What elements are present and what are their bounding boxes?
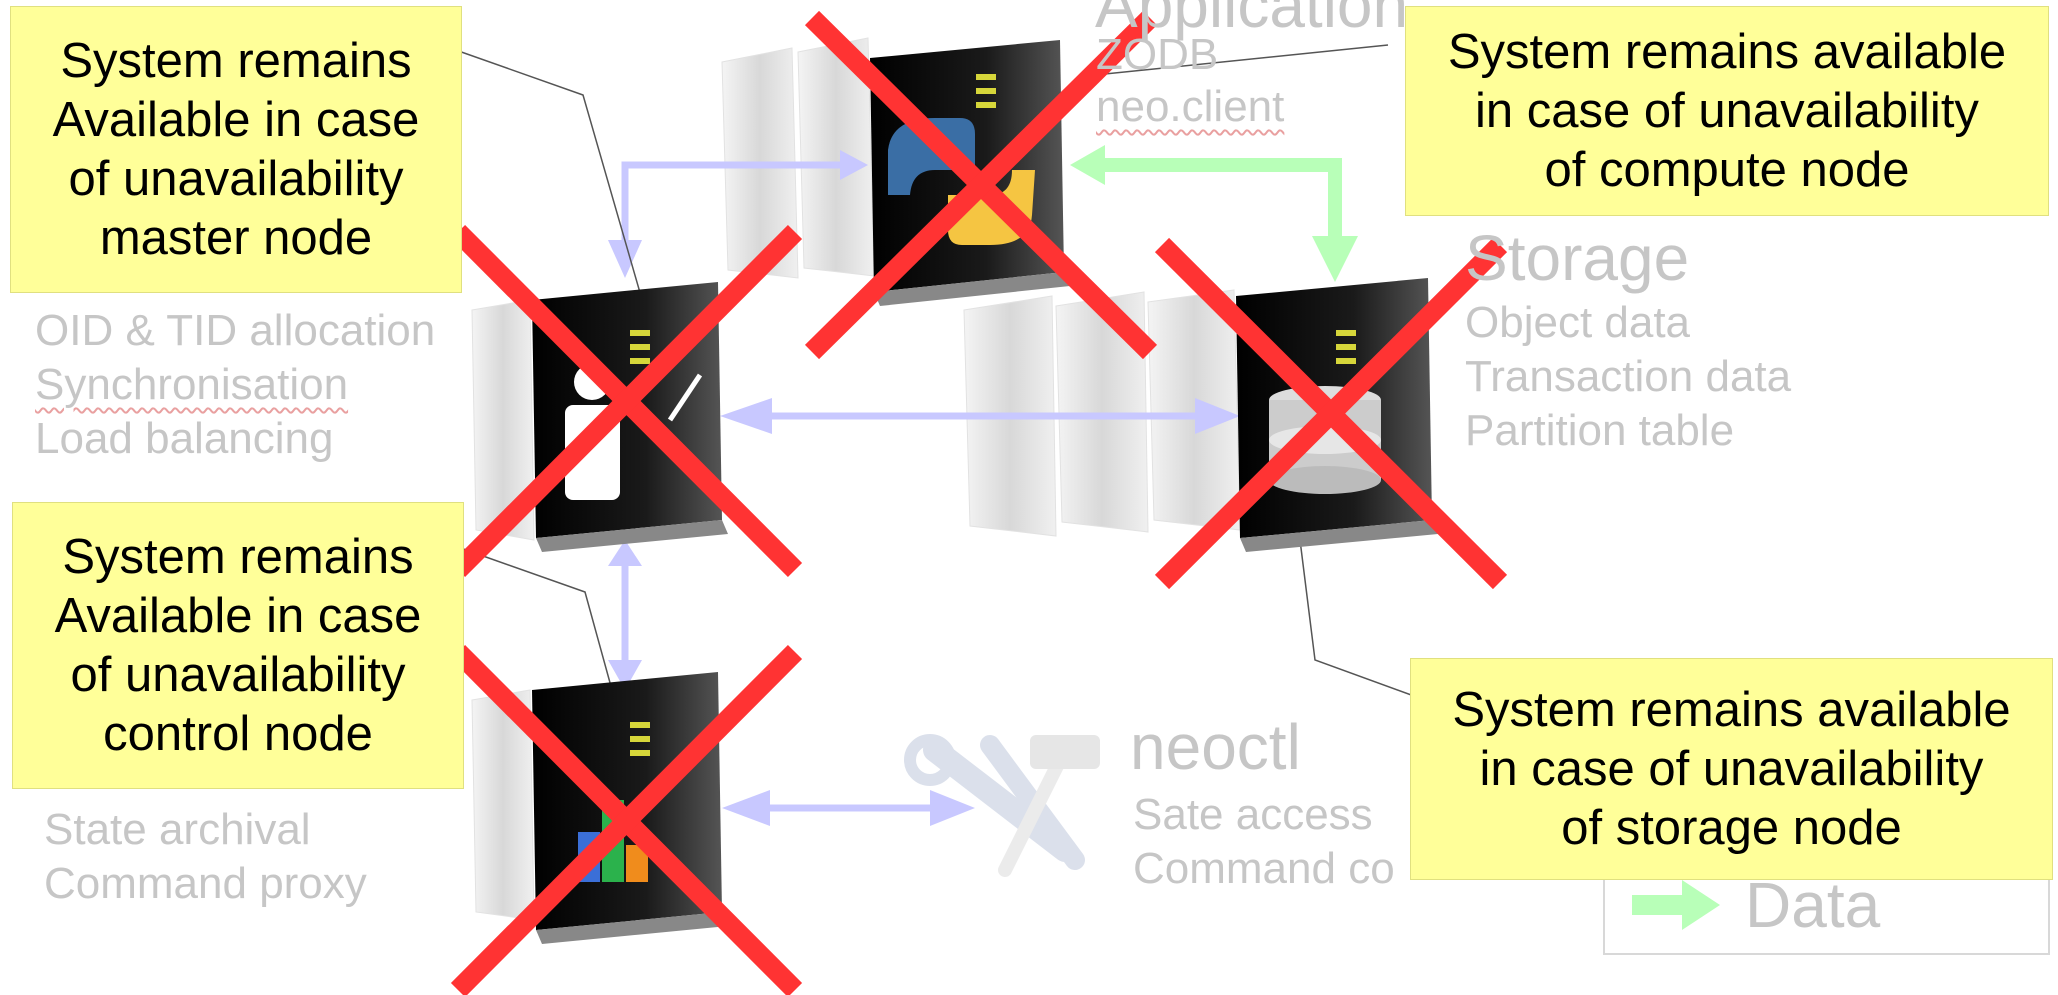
- storage-item-partition-table: Partition table: [1465, 406, 1735, 455]
- data-arrow: [1070, 145, 1358, 282]
- note-control-line: control node: [103, 706, 373, 761]
- application-item-client: neo.client: [1096, 82, 1285, 131]
- note-control-line: of unavailability: [70, 647, 406, 702]
- note-control-line: Available in case: [54, 588, 422, 643]
- admin-item-state-archival: State archival: [44, 805, 311, 854]
- note-control-node: System remains Available in case of unav…: [12, 502, 464, 789]
- note-master-line: System remains: [60, 33, 412, 88]
- neoctl-item-command: Command co: [1133, 844, 1395, 893]
- storage-item-transaction-data: Transaction data: [1465, 352, 1792, 401]
- note-storage-line: of storage node: [1561, 800, 1902, 855]
- legend-data-arrow-icon: [1632, 880, 1720, 930]
- note-master-line: master node: [99, 210, 373, 265]
- master-item-load-balancing: Load balancing: [35, 414, 334, 463]
- storage-cross-icon: [1154, 237, 1508, 590]
- note-master-line: of unavailability: [68, 151, 404, 206]
- note-compute-line: System remains available: [1447, 24, 2007, 79]
- control-cross-icon: [450, 644, 803, 995]
- application-item-zodb: ZODB: [1096, 30, 1219, 79]
- storage-title: Storage: [1465, 222, 1690, 294]
- master-ghost-server: [471, 299, 535, 541]
- note-compute-line: in case of unavailability: [1475, 83, 1979, 138]
- note-master-line: Available in case: [52, 92, 420, 147]
- note-compute-node: System remains available in case of unav…: [1405, 6, 2049, 216]
- tools-icon: [904, 734, 1100, 877]
- master-item-allocation: OID & TID allocation: [35, 306, 436, 355]
- note-control-line: System remains: [62, 529, 414, 584]
- neoctl-item-state-access: Sate access: [1133, 790, 1373, 839]
- master-item-synchronisation: Synchronisation: [35, 360, 349, 409]
- note-storage-line: System remains available: [1452, 682, 2011, 737]
- legend-data-label: Data: [1745, 869, 1881, 941]
- note-storage-line: in case of unavailability: [1479, 741, 1984, 796]
- note-compute-line: of compute node: [1544, 142, 1910, 197]
- neoctl-title: neoctl: [1130, 711, 1301, 783]
- note-master-node: System remains Available in case of unav…: [10, 6, 462, 293]
- python-logo-icon: [888, 118, 975, 195]
- compute-cross-icon: [804, 10, 1158, 360]
- control-arrows: [621, 161, 1210, 812]
- note-connectors: [449, 44, 1426, 701]
- application-title: Application: [1095, 0, 1409, 41]
- master-cross-icon: [450, 224, 803, 578]
- control-arrowheads: [608, 150, 1240, 826]
- admin-item-command-proxy: Command proxy: [44, 859, 367, 908]
- note-storage-node: System remains available in case of unav…: [1410, 658, 2053, 880]
- unavailability-crosses: [450, 10, 1508, 995]
- storage-item-object-data: Object data: [1465, 298, 1691, 347]
